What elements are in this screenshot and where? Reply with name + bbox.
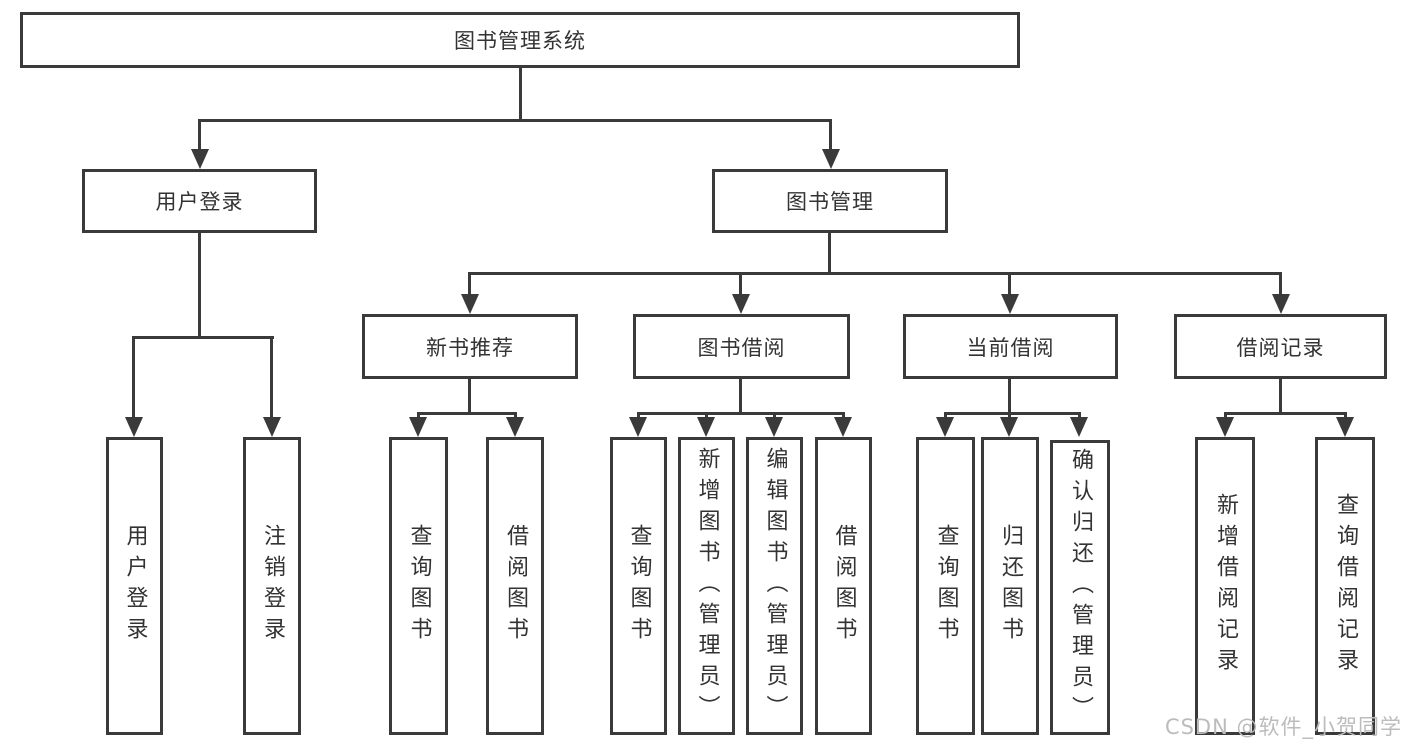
connector-borrow-records-stem: [1279, 379, 1282, 412]
arrowhead-down-leaf-c3: [765, 417, 783, 437]
node-current-borrow-label: 当前借阅: [966, 335, 1055, 360]
connector-new-books-hline: [417, 412, 517, 415]
node-leaf-query-books-1: 查询图书: [389, 437, 448, 735]
node-leaf-query-books-2-label: 查询图书: [626, 524, 652, 648]
node-new-book-recommend: 新书推荐: [362, 314, 578, 379]
arrowhead-down-leaf-logout: [263, 417, 281, 437]
connector-leaf-b1-stem: [417, 412, 420, 419]
arrowhead-down-leaf-login: [125, 417, 143, 437]
connector-new-books-stem: [468, 379, 471, 412]
node-book-mgmt-branch-label: 图书管理: [786, 190, 874, 214]
connector-leaf-c2-stem: [705, 412, 708, 419]
node-leaf-add-books-admin-label: 新增图书（管理员）: [694, 446, 720, 726]
node-leaf-add-borrow-record: 新增借阅记录: [1195, 437, 1255, 735]
node-leaf-borrow-books-2: 借阅图书: [815, 437, 872, 735]
connector-current-borrow-arrow-stem: [1008, 272, 1011, 296]
connector-leaf-d2-stem: [1008, 412, 1011, 419]
node-leaf-edit-books-admin-label: 编辑图书（管理员）: [762, 446, 788, 726]
connector-root-hline: [198, 119, 832, 122]
node-root-label: 图书管理系统: [454, 29, 586, 53]
arrowhead-down-leaf-e1: [1216, 417, 1234, 437]
node-current-borrow: 当前借阅: [903, 314, 1118, 379]
connector-borrow-records-hline: [1224, 412, 1346, 415]
connector-current-borrow-hline: [944, 412, 1081, 415]
node-leaf-borrow-books-1-label: 借阅图书: [503, 524, 528, 648]
arrowhead-down-new-books: [461, 294, 479, 314]
connector-book-mgmt-stem: [828, 233, 831, 272]
node-borrow-records-label: 借阅记录: [1236, 335, 1325, 360]
node-leaf-query-books-3-label: 查询图书: [933, 524, 959, 648]
arrowhead-down-book-mgmt: [822, 149, 840, 169]
connector-root-stem: [519, 68, 522, 119]
arrowhead-down-leaf-c1: [629, 417, 647, 437]
connector-leaf-login-stem: [132, 336, 135, 419]
node-borrow-records: 借阅记录: [1174, 314, 1387, 379]
connector-book-borrow-stem: [739, 379, 742, 412]
arrowhead-down-leaf-d2: [1000, 417, 1018, 437]
arrowhead-down-leaf-c2: [697, 417, 715, 437]
node-book-borrow-label: 图书借阅: [697, 335, 786, 360]
arrowhead-down-book-borrow: [732, 294, 750, 314]
connector-leaf-d1-stem: [944, 412, 947, 419]
connector-leaf-e2-stem: [1344, 412, 1347, 419]
connector-book-mgmt-hline: [469, 272, 1282, 275]
node-leaf-confirm-return-admin-label: 确认归还（管理员）: [1068, 448, 1093, 727]
node-root-library-system: 图书管理系统: [20, 12, 1020, 68]
node-leaf-add-books-admin: 新增图书（管理员）: [678, 437, 735, 735]
node-leaf-logout-label: 注销登录: [260, 524, 285, 648]
arrowhead-down-leaf-b1: [409, 417, 427, 437]
node-leaf-add-borrow-record-label: 新增借阅记录: [1213, 493, 1238, 679]
connector-leaf-b2-stem: [514, 412, 517, 419]
arrowhead-down-leaf-b2: [506, 417, 524, 437]
connector-book-borrow-arrow-stem: [739, 272, 742, 296]
node-leaf-user-login: 用户登录: [106, 437, 163, 735]
connector-leaf-c4-stem: [842, 412, 845, 419]
node-book-mgmt-branch: 图书管理: [712, 169, 948, 233]
connector-new-books-arrow-stem: [468, 272, 471, 296]
arrowhead-down-user-login: [191, 149, 209, 169]
connector-leaf-d3-stem: [1078, 412, 1081, 419]
node-leaf-borrow-books-1: 借阅图书: [486, 437, 544, 735]
node-new-book-recommend-label: 新书推荐: [426, 335, 514, 360]
connector-leaf-c3-stem: [773, 412, 776, 419]
node-leaf-return-books-label: 归还图书: [998, 524, 1023, 648]
node-leaf-borrow-books-2-label: 借阅图书: [831, 524, 857, 648]
node-user-login-branch: 用户登录: [82, 169, 317, 233]
connector-book-mgmt-arrow-stem: [829, 119, 832, 151]
node-leaf-user-login-label: 用户登录: [122, 524, 148, 648]
node-leaf-edit-books-admin: 编辑图书（管理员）: [746, 437, 803, 735]
node-leaf-query-books-2: 查询图书: [610, 437, 667, 735]
node-user-login-branch-label: 用户登录: [155, 190, 244, 214]
connector-current-borrow-stem: [1008, 379, 1011, 412]
node-book-borrow: 图书借阅: [633, 314, 850, 379]
connector-leaf-logout-stem: [270, 336, 273, 419]
node-leaf-query-books-1-label: 查询图书: [406, 524, 432, 648]
connector-user-login-hline: [133, 336, 274, 339]
arrowhead-down-borrow-records: [1272, 294, 1290, 314]
arrowhead-down-leaf-c4: [834, 417, 852, 437]
node-leaf-logout: 注销登录: [243, 437, 301, 735]
node-leaf-return-books: 归还图书: [981, 437, 1039, 735]
connector-leaf-e1-stem: [1224, 412, 1227, 419]
csdn-watermark: CSDN @软件_小贺同学: [1164, 715, 1402, 739]
node-leaf-query-books-3: 查询图书: [916, 437, 975, 735]
arrowhead-down-leaf-e2: [1336, 417, 1354, 437]
connector-borrow-records-arrow-stem: [1279, 272, 1282, 296]
node-leaf-query-borrow-record: 查询借阅记录: [1315, 437, 1375, 735]
connector-user-login-arrow-stem: [198, 119, 201, 151]
node-leaf-query-borrow-record-label: 查询借阅记录: [1333, 493, 1358, 679]
arrowhead-down-current-borrow: [1001, 294, 1019, 314]
arrowhead-down-leaf-d3: [1070, 417, 1088, 437]
connector-user-login-stem: [198, 233, 201, 336]
arrowhead-down-leaf-d1: [936, 417, 954, 437]
connector-book-borrow-hline: [637, 412, 845, 415]
node-leaf-confirm-return-admin: 确认归还（管理员）: [1050, 440, 1110, 735]
connector-leaf-c1-stem: [637, 412, 640, 419]
